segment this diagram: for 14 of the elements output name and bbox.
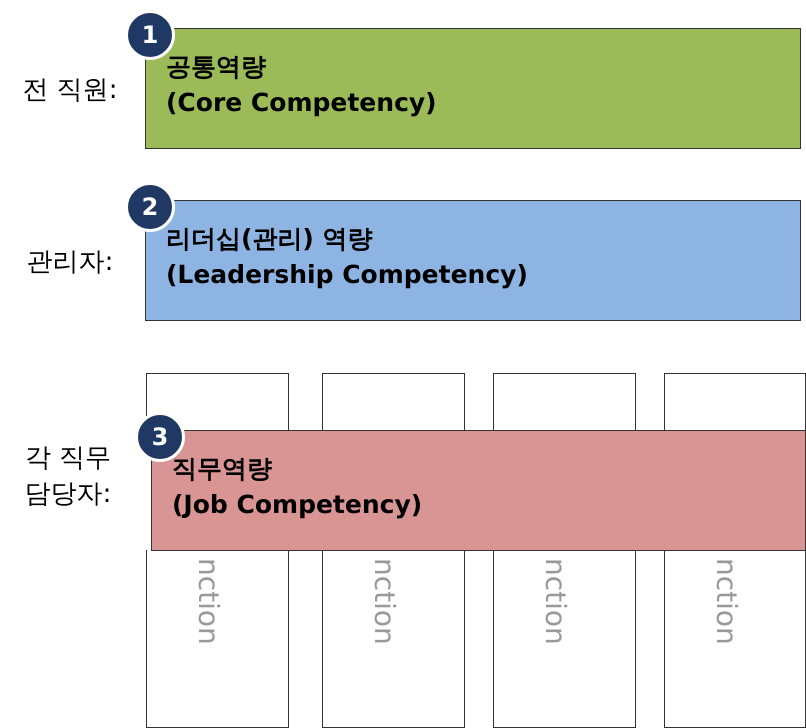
role-label: 각 직무 담당자: (24, 442, 112, 511)
function-column (322, 550, 465, 728)
box-subtitle: (Core Competency) (166, 87, 438, 119)
role-label: 관리자: (26, 246, 114, 279)
function-column (493, 550, 636, 728)
function-column (664, 550, 806, 728)
role-label: 전 직원: (21, 74, 119, 107)
box-subtitle: (Leadership Competency) (166, 259, 529, 291)
column-label: nction (368, 558, 401, 645)
column-label: nction (192, 558, 225, 645)
column-label: nction (710, 558, 743, 645)
box-subtitle: (Job Competency) (172, 489, 424, 521)
column-label: nction (539, 558, 572, 645)
function-column (146, 550, 289, 728)
